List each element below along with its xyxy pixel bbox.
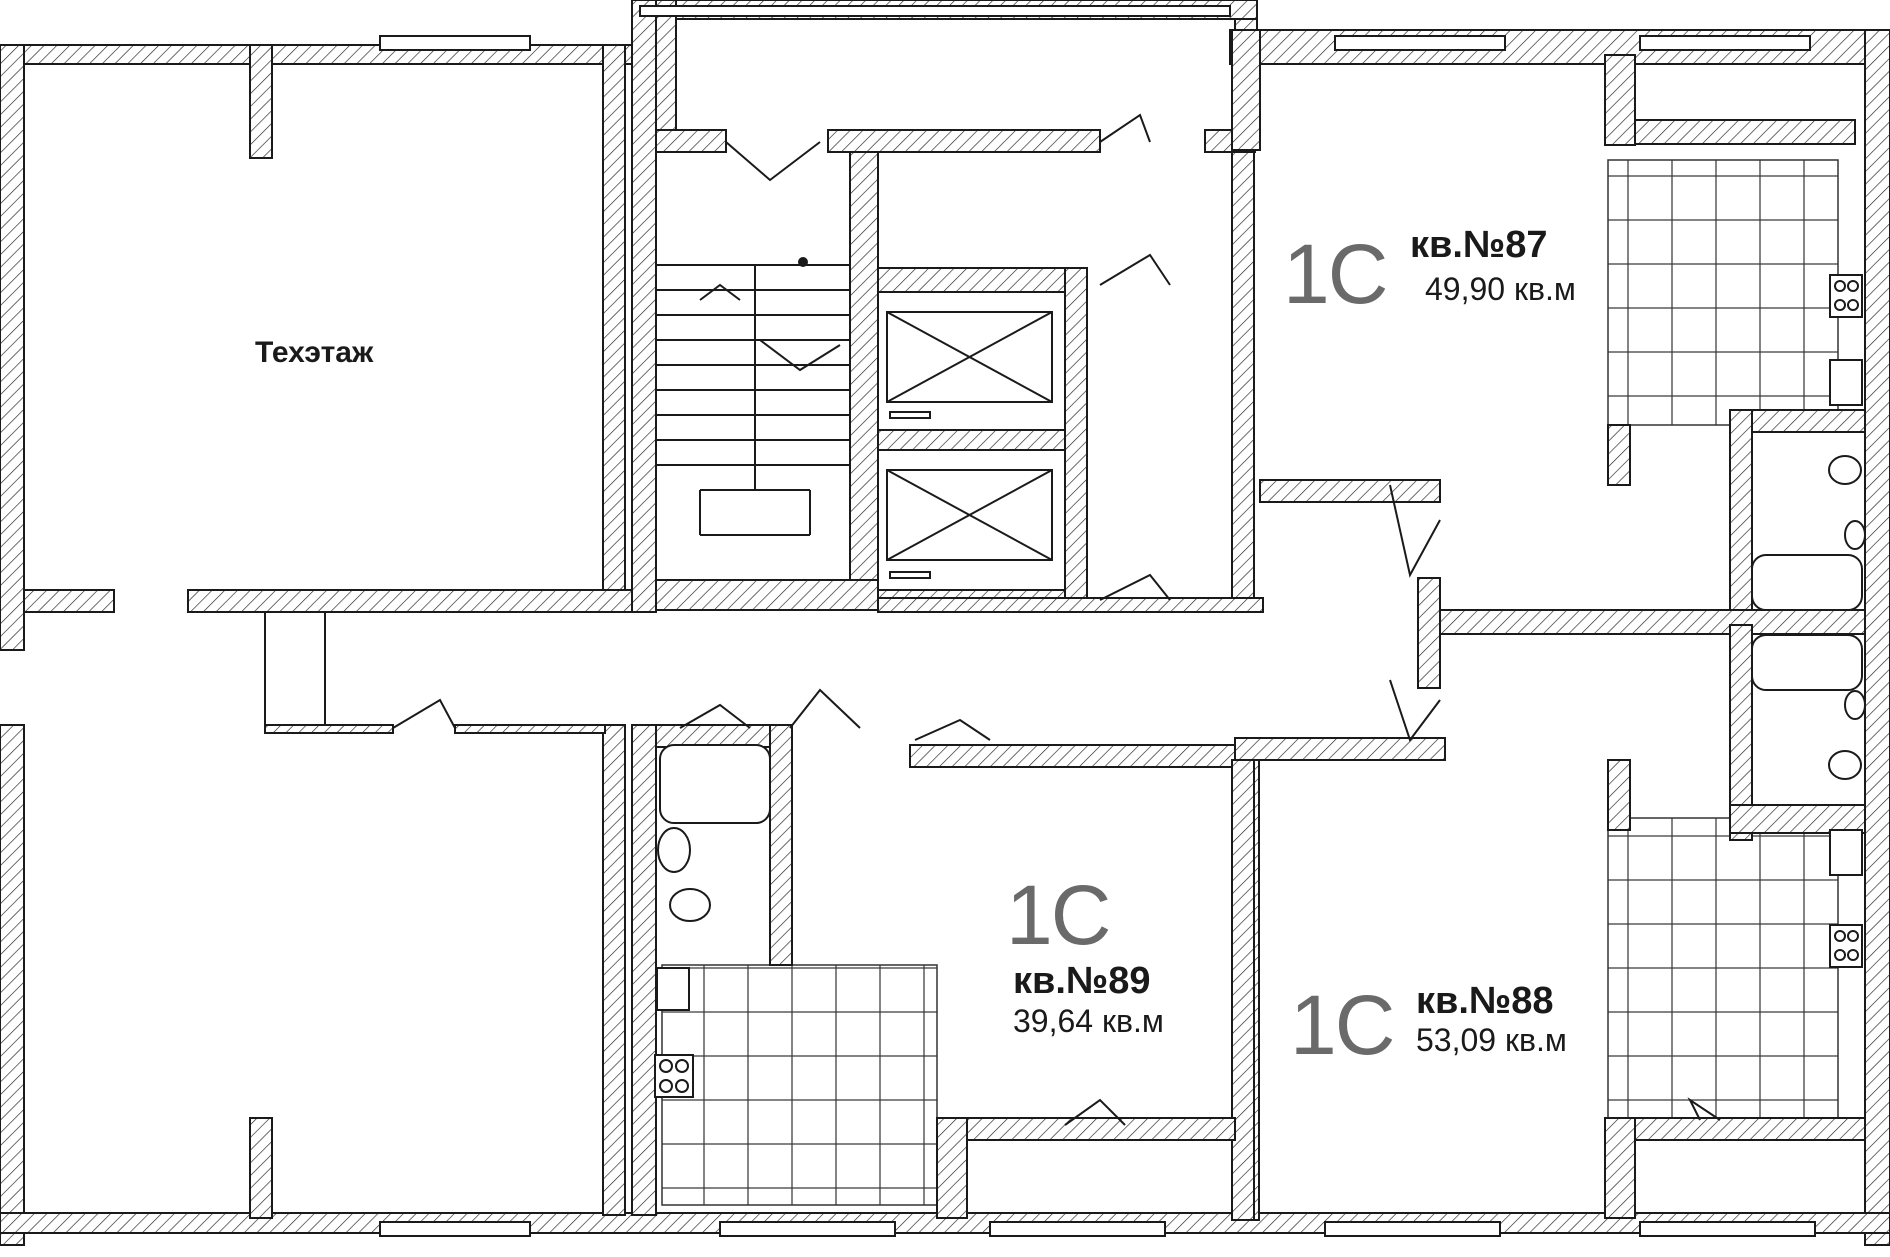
wall-tech-pier-top bbox=[249, 44, 273, 159]
wall-88-bath-left bbox=[1729, 624, 1753, 841]
wall-core-bottom bbox=[877, 597, 1264, 613]
wall-corridor-bottom-b bbox=[454, 724, 606, 734]
wall-87-loggia-left bbox=[1634, 119, 1856, 145]
wall-87-lower bbox=[1417, 577, 1441, 689]
wall-87-left bbox=[1231, 29, 1261, 151]
wall-elevator-right bbox=[1064, 267, 1088, 599]
wall-corridor-left-box bbox=[264, 611, 326, 731]
wall-corridor-top-a bbox=[23, 589, 115, 613]
toilet-89 bbox=[669, 888, 711, 922]
staircase bbox=[655, 257, 851, 581]
tiled-floor-areas bbox=[661, 159, 1839, 1206]
sink-87 bbox=[1844, 520, 1866, 550]
wall-left-upper bbox=[0, 44, 25, 651]
elevator-shafts bbox=[886, 311, 1053, 579]
kitchen-tiles-87 bbox=[1607, 159, 1839, 426]
windows bbox=[379, 5, 1816, 1237]
wall-88-bath-bottom bbox=[1729, 804, 1866, 834]
wall-87-partition bbox=[1604, 54, 1636, 146]
wall-stair-hall-top-b bbox=[827, 129, 1101, 153]
wall-elevator-mid bbox=[877, 429, 1074, 451]
wall-corridor-bottom-a bbox=[264, 724, 394, 734]
apartment-88-number: кв.№88 bbox=[1416, 980, 1554, 1022]
wall-stair-top-box bbox=[655, 0, 677, 131]
apartment-89-number: кв.№89 bbox=[1013, 960, 1151, 1002]
toilet-88 bbox=[1828, 750, 1862, 780]
plumbing-fixtures bbox=[654, 274, 1866, 1098]
wall-elevator-top bbox=[877, 267, 1074, 293]
wall-corridor-top-b bbox=[187, 589, 634, 613]
bathtub-87 bbox=[1751, 554, 1863, 611]
apartment-87-number: кв.№87 bbox=[1410, 224, 1548, 266]
wall-tech-right-upper bbox=[602, 44, 626, 613]
wall-87-bottom bbox=[1259, 479, 1441, 503]
toilet-87 bbox=[1828, 455, 1862, 485]
wall-89-left bbox=[631, 724, 657, 1216]
wall-stair-left bbox=[631, 0, 657, 613]
wall-stair-bottom bbox=[655, 579, 879, 611]
wall-87-88-split bbox=[1439, 609, 1866, 635]
stove-89 bbox=[654, 1054, 694, 1098]
wall-87-stub bbox=[1607, 424, 1631, 486]
door-swings bbox=[392, 113, 1721, 1126]
wall-88-stub bbox=[1607, 759, 1631, 831]
wall-core-right bbox=[1231, 151, 1255, 608]
stove-88 bbox=[1829, 924, 1863, 968]
wall-88-top bbox=[1234, 737, 1446, 761]
wall-89-loggia-top bbox=[936, 1117, 1236, 1141]
wall-89-bath-right bbox=[769, 724, 793, 966]
wall-top-left bbox=[0, 44, 633, 65]
apartment-89-area: 39,64 кв.м bbox=[1013, 1003, 1164, 1039]
wall-right bbox=[1864, 29, 1890, 1246]
wall-87-bath-left bbox=[1729, 409, 1753, 611]
wall-89-loggia-left bbox=[936, 1117, 968, 1219]
kitchen-sink-88 bbox=[1829, 829, 1863, 876]
kitchen-tiles-88 bbox=[1607, 817, 1839, 1119]
apartment-88-area: 53,09 кв.м bbox=[1416, 1022, 1567, 1058]
kitchen-sink-89 bbox=[656, 967, 690, 1011]
wall-tech-pier-bottom bbox=[249, 1117, 273, 1219]
sink-89 bbox=[657, 827, 691, 873]
wall-89-hall-top bbox=[909, 744, 1236, 768]
bathtub-88 bbox=[1751, 634, 1863, 691]
sink-88 bbox=[1844, 690, 1866, 720]
room-label-tech-floor: Техэтаж bbox=[255, 336, 374, 369]
apartment-88-type: 1С bbox=[1290, 978, 1395, 1072]
bathtub-89 bbox=[659, 744, 771, 824]
wall-stair-hall-top-a bbox=[655, 129, 727, 153]
stove-87 bbox=[1829, 274, 1863, 318]
wall-stair-right bbox=[849, 151, 879, 591]
apartment-87-type: 1С bbox=[1283, 227, 1388, 321]
wall-tech-right-lower bbox=[602, 724, 626, 1216]
kitchen-tiles-89 bbox=[661, 964, 938, 1206]
apartment-87-area: 49,90 кв.м bbox=[1425, 271, 1576, 307]
wall-88-loggia-left bbox=[1604, 1117, 1636, 1219]
apartment-89-type: 1С bbox=[1006, 868, 1111, 962]
wall-89-right bbox=[1231, 759, 1255, 1221]
wall-left-lower bbox=[0, 724, 25, 1246]
wall-88-loggia-top bbox=[1604, 1117, 1866, 1141]
kitchen-sink-87 bbox=[1829, 359, 1863, 406]
